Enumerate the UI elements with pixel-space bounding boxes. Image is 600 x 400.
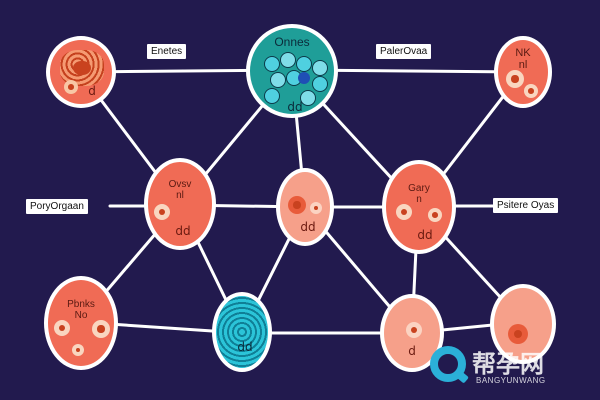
node-bottom-right bbox=[490, 284, 556, 364]
label-mid-left: PoryOrgaan bbox=[26, 199, 88, 214]
cell-icon bbox=[72, 344, 84, 356]
node-title: Onnes bbox=[274, 35, 310, 49]
watermark-title: 帮孕网 bbox=[472, 350, 544, 378]
cell-icon bbox=[296, 56, 312, 72]
node-marker: d bbox=[88, 84, 96, 98]
cell-icon bbox=[64, 80, 78, 94]
nucleus-icon bbox=[298, 72, 310, 84]
node-text: Gary n bbox=[408, 183, 430, 205]
cell-cluster-icon bbox=[60, 50, 104, 86]
node-top-center: Onnes dd bbox=[246, 24, 338, 118]
node-marker: dd bbox=[175, 224, 191, 238]
node-top-right: NK nl bbox=[494, 36, 552, 108]
node-marker: d bbox=[408, 344, 416, 358]
label-mid-right: Psitere Oyas bbox=[493, 198, 559, 213]
magnifier-icon bbox=[430, 346, 466, 382]
cell-icon bbox=[428, 208, 442, 222]
cell-icon bbox=[506, 70, 524, 88]
node-text: Ovsv nl bbox=[168, 179, 192, 201]
node-bottom-left: Pbnks No bbox=[44, 276, 118, 370]
node-text: NK nl bbox=[515, 47, 531, 71]
cell-icon bbox=[300, 90, 316, 106]
node-marker: dd bbox=[300, 220, 316, 234]
node-marker: dd bbox=[417, 228, 433, 242]
cell-icon bbox=[312, 76, 328, 92]
cell-icon bbox=[154, 204, 170, 220]
node-mid-right: Gary n dd bbox=[382, 160, 456, 254]
cell-icon bbox=[92, 320, 110, 338]
cell-icon bbox=[270, 72, 286, 88]
cell-icon bbox=[524, 84, 538, 98]
node-marker: dd bbox=[237, 340, 253, 354]
node-marker: dd bbox=[287, 100, 303, 114]
cell-icon bbox=[54, 320, 70, 336]
cell-icon bbox=[264, 88, 280, 104]
node-text: Pbnks No bbox=[67, 299, 95, 321]
cell-icon bbox=[312, 60, 328, 76]
cell-icon bbox=[264, 56, 280, 72]
label-top-right: PalerOvaa bbox=[376, 44, 432, 59]
cell-icon bbox=[406, 322, 422, 338]
cell-icon bbox=[508, 324, 528, 344]
cell-icon bbox=[280, 52, 296, 68]
node-top-left: d bbox=[46, 36, 116, 108]
node-mid-center: dd bbox=[276, 168, 334, 246]
cell-icon bbox=[288, 196, 306, 214]
cell-icon bbox=[310, 202, 322, 214]
watermark-subtitle: BANGYUNWANG bbox=[476, 376, 546, 385]
node-bottom-center: dd bbox=[212, 292, 272, 372]
watermark-logo: 帮孕网 BANGYUNWANG bbox=[430, 342, 590, 392]
label-top-left: Enetes bbox=[147, 44, 187, 59]
cell-icon bbox=[396, 204, 412, 220]
node-mid-left: Ovsv nl dd bbox=[144, 158, 216, 250]
